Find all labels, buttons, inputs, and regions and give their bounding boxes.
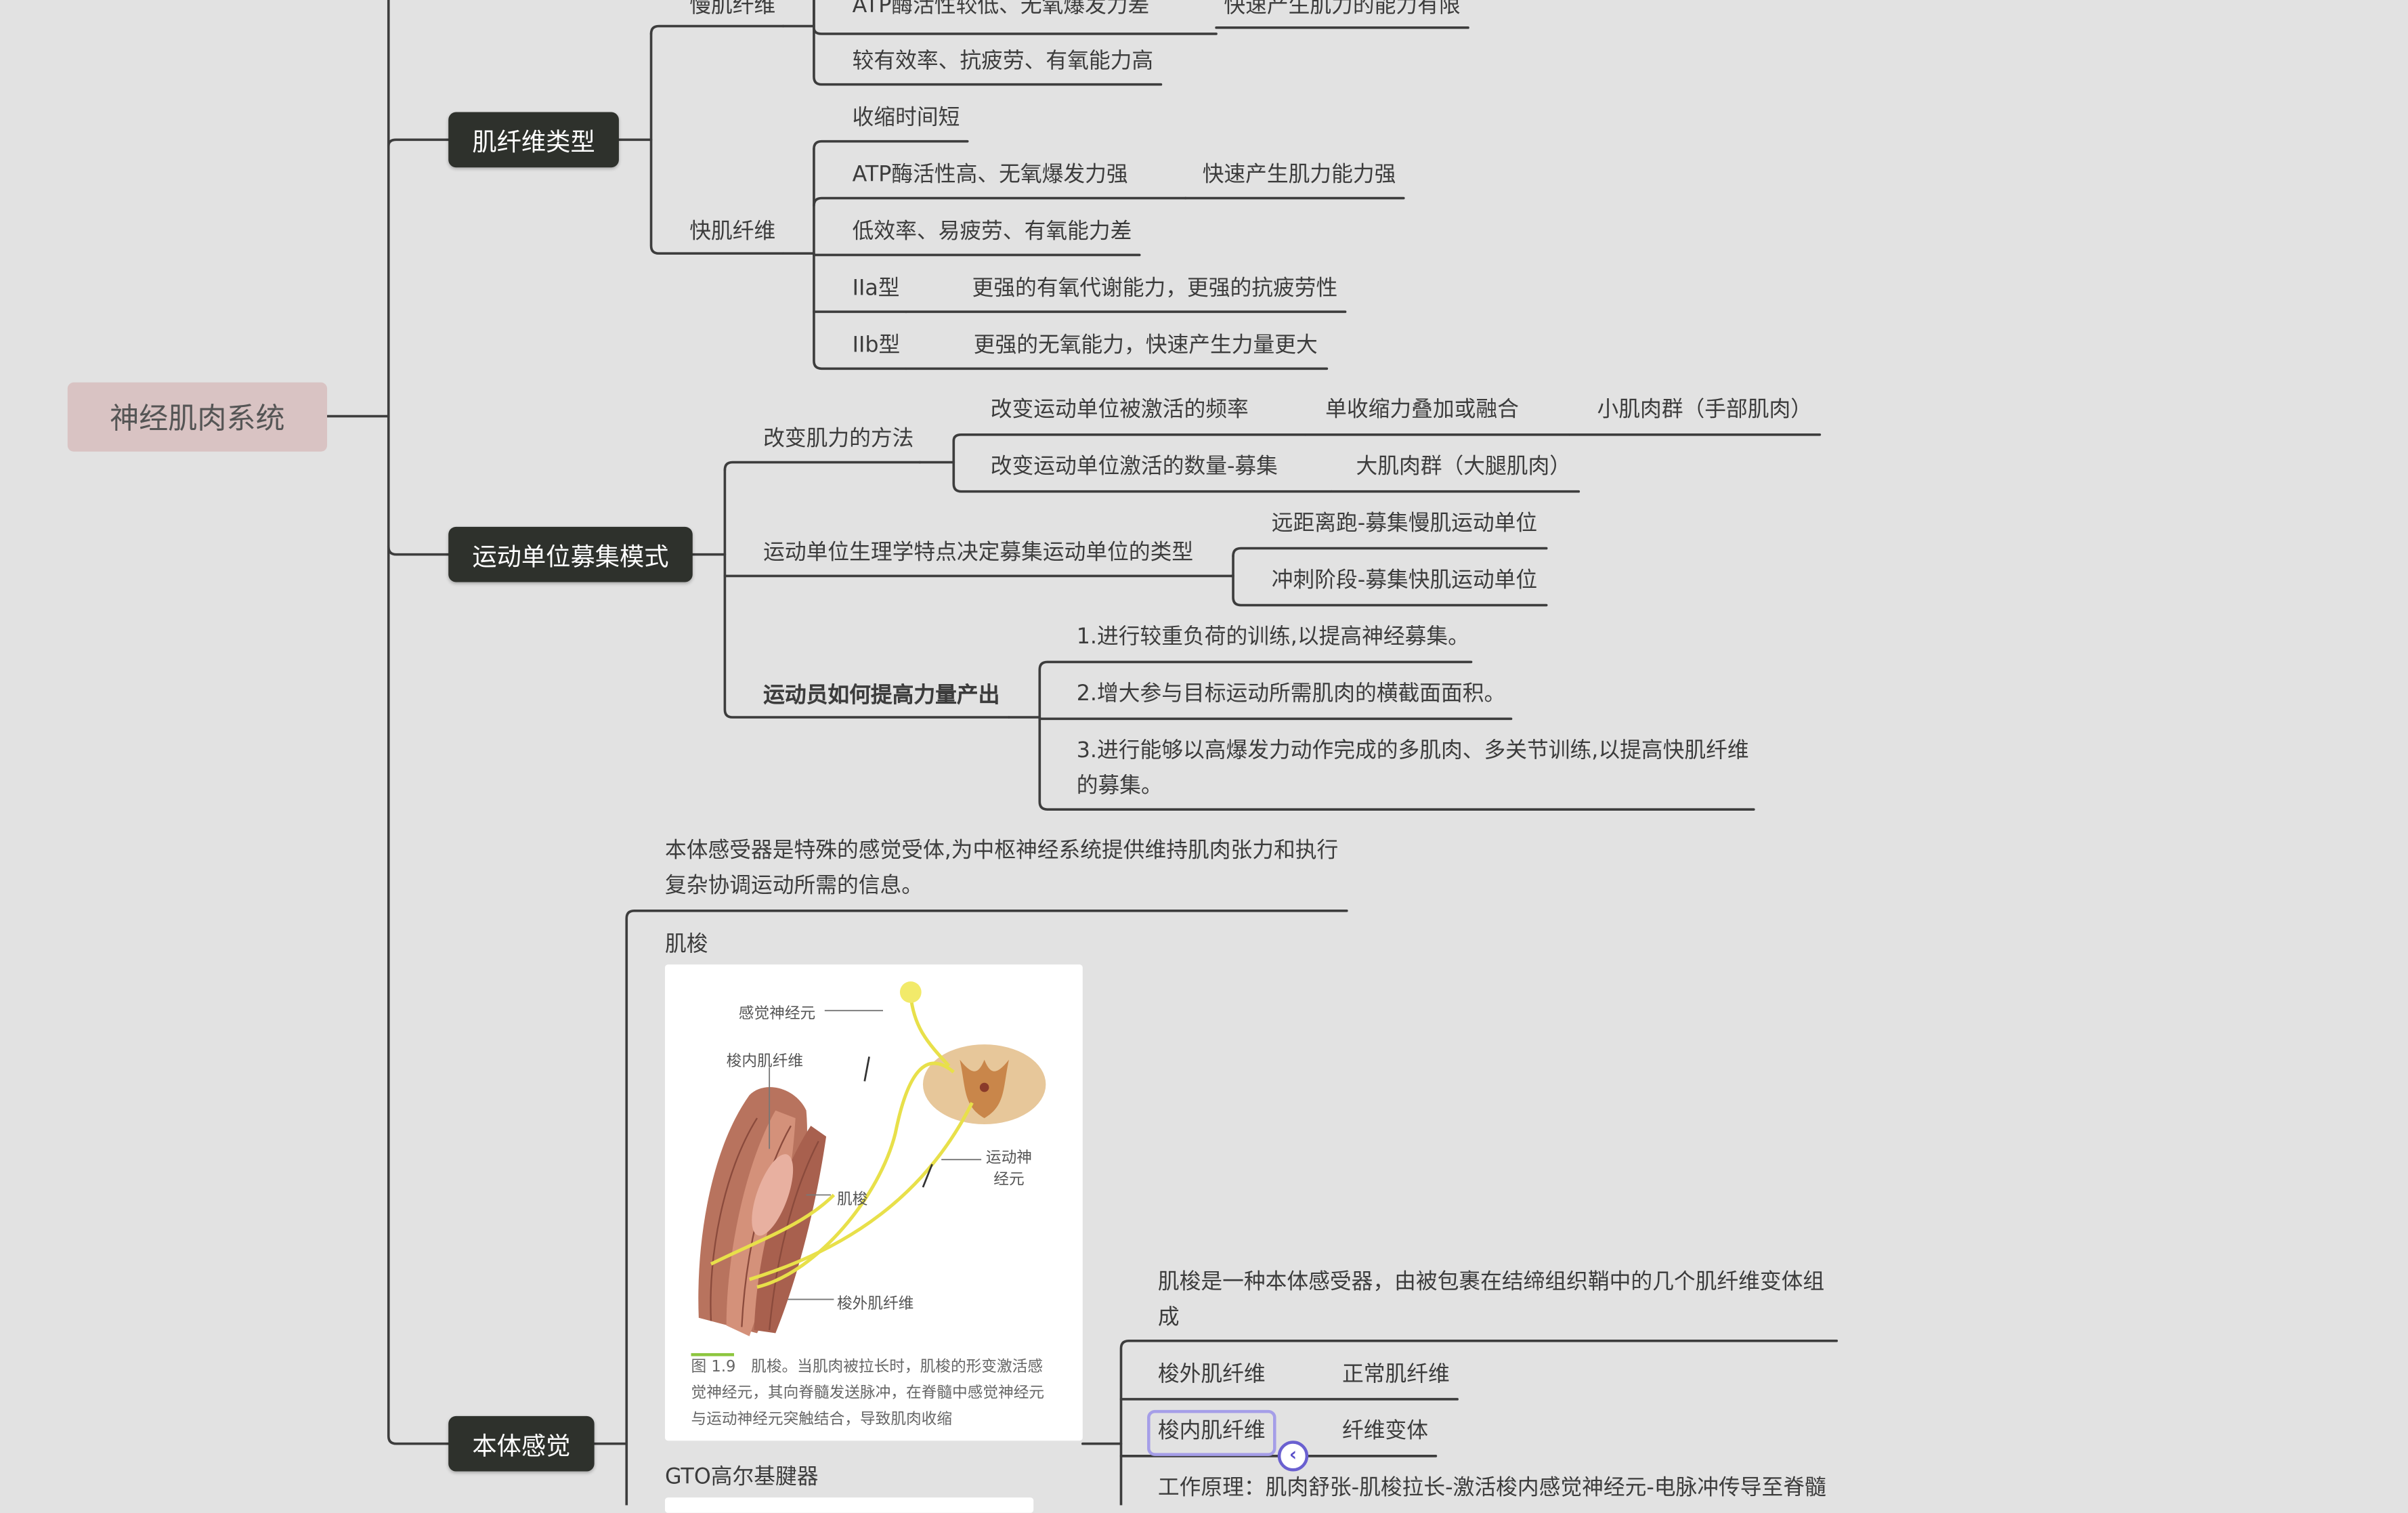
node-spindle[interactable]: 肌梭 [664, 932, 708, 957]
node-gto[interactable]: GTO高尔基腱器 [664, 1465, 819, 1490]
node-frequency[interactable]: 改变运动单位被激活的频率 [990, 398, 1249, 423]
node-sprint[interactable]: 冲刺阶段-募集快肌运动单位 [1271, 568, 1538, 593]
node-extrafusal-desc[interactable]: 正常肌纤维 [1342, 1362, 1450, 1387]
node-slow-efficiency[interactable]: 较有效率、抗疲劳、有氧能力高 [852, 49, 1154, 74]
node-slow-fiber[interactable]: 慢肌纤维 [689, 0, 776, 19]
selected-node-frame [1147, 1409, 1276, 1456]
figure-label-motor-neuron: 运动神经元 [985, 1150, 1032, 1189]
root-topic-label: 神经肌肉系统 [110, 402, 285, 437]
topic-label: 肌纤维类型 [472, 127, 595, 157]
node-athlete[interactable]: 运动员如何提高力量产出 [763, 683, 1000, 708]
node-slow-atp-result[interactable]: 快速产生肌力的能力有限 [1224, 0, 1461, 19]
topic-fiber-types[interactable]: 肌纤维类型 [448, 112, 619, 168]
node-athlete-step3[interactable]: 3.进行能够以高爆发力动作完成的多肌肉、多关节训练,以提高快肌纤维的募集。 [1076, 738, 1749, 799]
figure-label-spindle: 肌梭 [836, 1191, 868, 1209]
gto-figure-edge [664, 1497, 1034, 1513]
chevron-left-icon[interactable]: ‹ [1277, 1441, 1309, 1472]
node-type-2b-desc[interactable]: 更强的无氧能力，快速产生力量更大 [973, 333, 1318, 358]
node-frequency-example[interactable]: 小肌肉群（手部肌肉） [1597, 398, 1813, 423]
node-proprioception-intro[interactable]: 本体感受器是特殊的感觉受体,为中枢神经系统提供维持肌肉张力和执行复杂协调运动所需… [664, 838, 1339, 899]
node-fast-atp-result[interactable]: 快速产生肌力能力强 [1202, 163, 1396, 188]
figure-caption: 图 1.9 肌梭。当肌肉被拉长时，肌梭的形变激活感觉神经元，其向脊髓发送脉冲，在… [691, 1359, 1045, 1429]
node-athlete-step2[interactable]: 2.增大参与目标运动所需肌肉的横截面面积。 [1076, 681, 1506, 707]
root-topic[interactable]: 神经肌肉系统 [67, 382, 328, 452]
node-type-2a[interactable]: IIa型 [852, 276, 900, 301]
figure-label-intrafusal: 梭内肌纤维 [726, 1053, 804, 1071]
topic-proprioception[interactable]: 本体感觉 [448, 1415, 595, 1472]
muscle-spindle-figure: 感觉神经元 梭内肌纤维 运动神经元 肌梭 梭外肌纤维 图 1.9 肌梭。当肌肉被… [664, 964, 1083, 1441]
node-fast-contraction[interactable]: 收缩时间短 [852, 106, 960, 131]
node-change-force[interactable]: 改变肌力的方法 [763, 427, 914, 452]
node-fast-atp[interactable]: ATP酶活性高、无氧爆发力强 [852, 163, 1128, 188]
node-slow-atp[interactable]: ATP酶活性较低、无氧爆发力差 [852, 0, 1150, 19]
node-spindle-description[interactable]: 肌梭是一种本体感受器，由被包裹在结缔组织鞘中的几个肌纤维变体组成 [1157, 1270, 1825, 1330]
node-intrafusal[interactable]: 梭内肌纤维 [1157, 1419, 1266, 1444]
node-distance[interactable]: 远距离跑-募集慢肌运动单位 [1271, 511, 1538, 536]
topic-recruitment[interactable]: 运动单位募集模式 [448, 526, 693, 582]
node-number-example[interactable]: 大肌肉群（大腿肌肉） [1356, 454, 1571, 480]
figure-label-sensory-neuron: 感觉神经元 [738, 1006, 816, 1023]
muscle-spindle-illustration [698, 981, 1046, 1336]
topic-label: 运动单位募集模式 [472, 542, 669, 572]
node-extrafusal[interactable]: 梭外肌纤维 [1157, 1362, 1266, 1387]
node-number[interactable]: 改变运动单位激活的数量-募集 [990, 454, 1278, 480]
node-intrafusal-desc[interactable]: 纤维变体 [1342, 1419, 1429, 1444]
node-working-principle[interactable]: 工作原理：肌肉舒张-肌梭拉长-激活梭内感觉神经元-电脉冲传导至脊髓 [1157, 1476, 1826, 1501]
node-athlete-step1[interactable]: 1.进行较重负荷的训练,以提高神经募集。 [1076, 624, 1469, 650]
figure-label-extrafusal: 梭外肌纤维 [836, 1296, 914, 1313]
node-frequency-result[interactable]: 单收缩力叠加或融合 [1325, 398, 1519, 423]
node-fast-efficiency[interactable]: 低效率、易疲劳、有氧能力差 [852, 219, 1132, 244]
node-physiology[interactable]: 运动单位生理学特点决定募集运动单位的类型 [763, 540, 1194, 566]
topic-label: 本体感觉 [472, 1431, 571, 1461]
node-type-2a-desc[interactable]: 更强的有氧代谢能力，更强的抗疲劳性 [972, 276, 1338, 301]
node-fast-fiber[interactable]: 快肌纤维 [689, 219, 776, 244]
node-type-2b[interactable]: IIb型 [852, 333, 901, 358]
caption-accent [691, 1352, 735, 1356]
